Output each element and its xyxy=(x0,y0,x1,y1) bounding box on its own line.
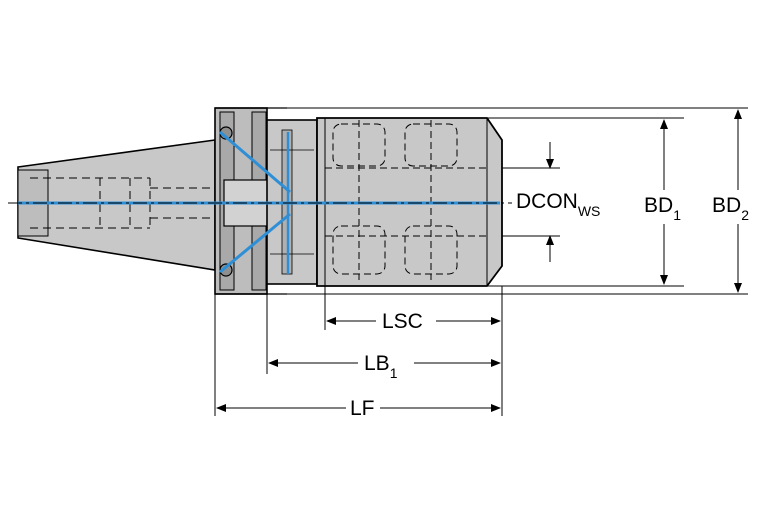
dimension-lsc: LSC xyxy=(326,310,501,333)
dimension-lf: LF xyxy=(216,397,501,420)
dimension-bd2: BD2 xyxy=(712,109,749,293)
svg-text:LB1: LB1 xyxy=(364,352,398,381)
dimension-lb1: LB1 xyxy=(268,352,501,381)
dimension-dcon: DCONWS xyxy=(516,142,600,262)
taper-shank xyxy=(17,139,216,271)
svg-text:BD2: BD2 xyxy=(712,194,749,223)
bd2-label: BD xyxy=(712,194,741,217)
bd2-subscript: 2 xyxy=(741,207,749,223)
svg-text:BD1: BD1 xyxy=(644,194,681,223)
lf-label: LF xyxy=(350,397,375,420)
dimension-bd1: BD1 xyxy=(644,119,681,285)
bd1-label: BD xyxy=(644,194,673,217)
extension-lines xyxy=(214,107,748,416)
dcon-label: DCON xyxy=(516,190,578,213)
lb1-label: LB xyxy=(364,352,390,375)
flange xyxy=(214,107,287,295)
bd1-subscript: 1 xyxy=(673,207,681,223)
svg-text:DCONWS: DCONWS xyxy=(516,190,600,219)
lb1-subscript: 1 xyxy=(390,365,398,381)
lsc-label: LSC xyxy=(382,310,423,333)
dcon-subscript: WS xyxy=(578,203,601,219)
